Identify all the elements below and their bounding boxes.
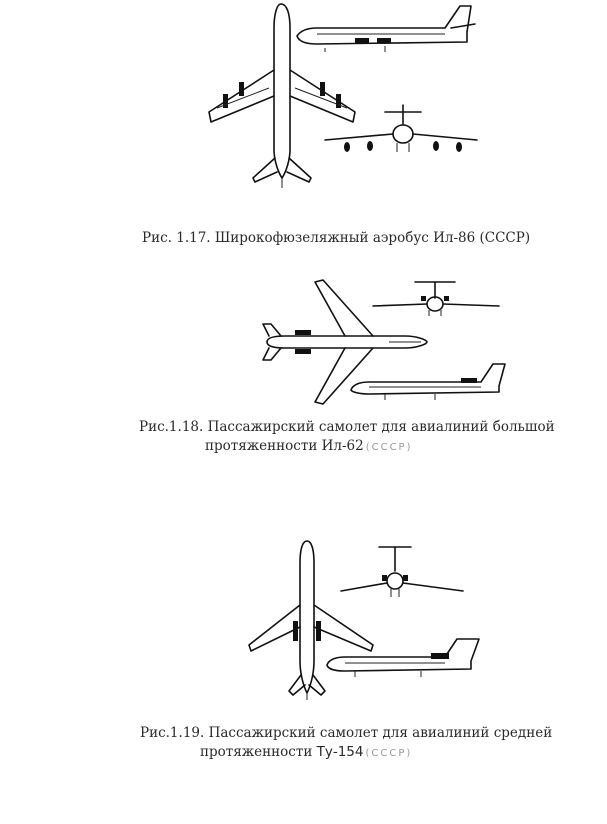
figure-il62-drawing <box>255 270 515 405</box>
caption-line-1: Рис.1.18. Пассажирский самолет для авиал… <box>139 419 555 435</box>
tu154-side-view <box>326 638 480 677</box>
caption-line: Рис. 1.17. Широкофюзеляжный аэробус Ил-8… <box>142 230 531 246</box>
figure-il86-drawing <box>205 0 490 195</box>
caption-line-1: Рис.1.19. Пассажирский самолет для авиал… <box>140 725 553 741</box>
il86-front-view <box>324 104 478 152</box>
il62-front-view <box>372 281 500 316</box>
caption-figure-1-19: Рис.1.19. Пассажирский самолет для авиал… <box>140 724 552 763</box>
il62-plan-view <box>262 279 428 405</box>
caption-line-2: протяженности Ил-62(СССР) <box>139 437 555 457</box>
il62-side-view <box>350 363 506 400</box>
caption-figure-1-17: Рис. 1.17. Широкофюзеляжный аэробус Ил-8… <box>142 229 530 248</box>
caption-line-2-faint: (СССР) <box>365 748 413 759</box>
caption-line-2-text: протяженности <box>200 744 313 760</box>
tu154-plan-view <box>248 540 374 700</box>
caption-line-2-faint: (СССР) <box>365 442 413 453</box>
il86-plan-view <box>208 3 356 188</box>
figure-tu154-drawing <box>245 535 485 705</box>
caption-line-2-text: протяженности Ил-62 <box>205 438 364 454</box>
caption-line-2-model: Ту-154 <box>316 744 364 760</box>
caption-line-2: протяженности Ту-154(СССР) <box>140 743 552 763</box>
il86-side-view <box>296 5 476 52</box>
caption-figure-1-18: Рис.1.18. Пассажирский самолет для авиал… <box>139 418 555 457</box>
tu154-front-view <box>340 546 464 597</box>
